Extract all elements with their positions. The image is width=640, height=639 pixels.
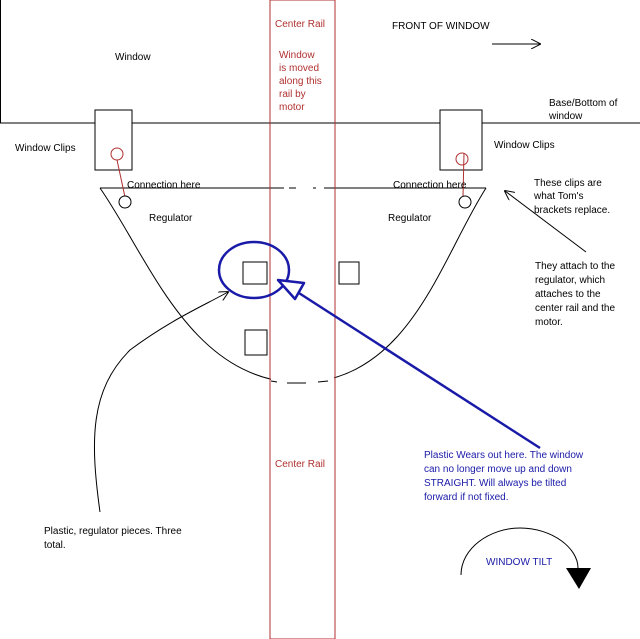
plastic-piece-bottom [244, 329, 268, 356]
label-rail-note-4: rail by [279, 89, 306, 100]
label-base-bottom-2: window [548, 111, 583, 122]
label-plastic-wears-1: Plastic Wears out here. The window [424, 450, 584, 461]
bowl-gap-cover [271, 376, 334, 388]
window-tilt-arc [460, 527, 579, 576]
regulator-left-joint [118, 195, 132, 209]
label-attach-note-5: motor. [535, 317, 563, 328]
plastic-piece-right [338, 261, 360, 285]
label-clips-note-3: brackets replace. [534, 205, 610, 216]
label-window: Window [115, 52, 151, 63]
label-clips-note-1: These clips are [534, 178, 602, 189]
label-connection-right: Connection here [393, 180, 467, 191]
label-rail-note-2: is moved [279, 63, 319, 74]
wear-arrow-shaft [287, 284, 541, 450]
label-rail-note-5: motor [279, 102, 305, 113]
label-attach-note-2: regulator, which [535, 275, 605, 286]
clip-left-link [116, 159, 126, 198]
label-rail-note-3: along this [279, 76, 322, 87]
plastic-pieces-pointer [93, 292, 228, 513]
label-front-of-window: FRONT OF WINDOW [392, 21, 490, 32]
bowl-dash-1 [270, 380, 278, 383]
label-plastic-wears-4: forward if not fixed. [424, 492, 508, 503]
wear-arrow-head [276, 278, 306, 301]
plastic-piece-top-left [242, 261, 268, 285]
label-rail-note-1: Window [279, 50, 315, 61]
regulator-right-joint [458, 195, 472, 209]
label-plastic-wears-2: can no longer move up and down [424, 464, 572, 475]
label-window-clips-right: Window Clips [494, 140, 555, 151]
label-attach-note-1: They attach to the [535, 261, 615, 272]
label-clips-note-2: what Tom's [533, 191, 584, 202]
center-rail [269, 0, 336, 639]
clip-right-hole [455, 152, 469, 166]
window-clip-left [94, 109, 133, 171]
wear-highlight-circle [217, 240, 291, 300]
window-clip-right [439, 109, 483, 171]
bowl-dash-3 [317, 380, 329, 383]
window-tilt-arrowhead [566, 568, 591, 589]
label-plastic-wears-3: STRAIGHT. Will always be tilted [424, 478, 566, 489]
label-center-rail-bottom: Center Rail [275, 459, 325, 470]
label-regulator-right: Regulator [388, 213, 432, 224]
clip-right-link [462, 152, 465, 198]
label-window-tilt: WINDOW TILT [486, 557, 552, 568]
label-base-bottom-1: Base/Bottom of [549, 98, 618, 109]
label-plastic-pieces-2: total. [44, 540, 66, 551]
label-connection-left: Connection here [127, 180, 201, 191]
clips-note-pointer [505, 191, 587, 253]
label-attach-note-4: center rail and the [535, 303, 615, 314]
label-window-clips-left: Window Clips [15, 143, 76, 154]
label-plastic-pieces-1: Plastic, regulator pieces. Three [44, 526, 182, 537]
label-regulator-left: Regulator [149, 213, 193, 224]
label-center-rail-top: Center Rail [275, 19, 325, 30]
label-attach-note-3: attaches to the [535, 289, 601, 300]
